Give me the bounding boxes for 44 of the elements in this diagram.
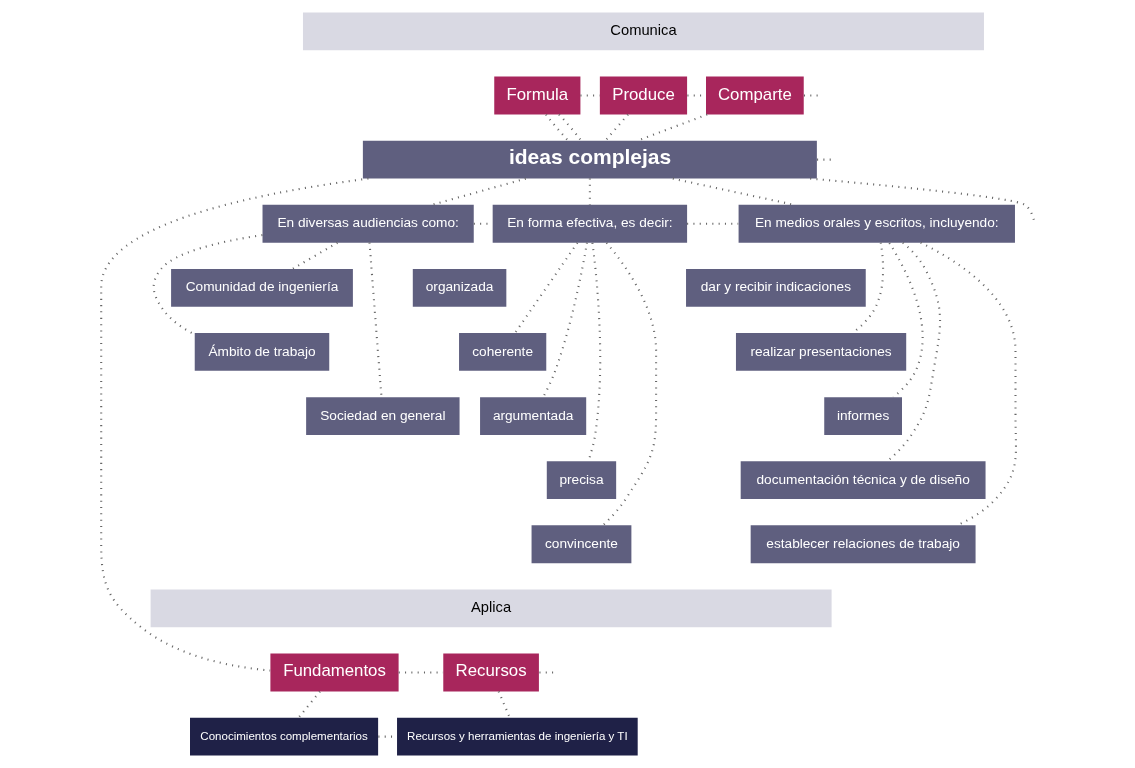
node-box: argumentada <box>479 397 586 435</box>
node-box: En forma efectiva, es decir: <box>492 204 687 243</box>
node-box: coherente <box>458 333 546 371</box>
connector <box>152 234 263 336</box>
node-box: dar y recibir indicaciones <box>685 268 866 307</box>
node-box: En medios orales y escritos, incluyendo: <box>738 204 1015 243</box>
node-box: Formula <box>493 76 580 115</box>
connector <box>291 241 338 270</box>
connector <box>672 177 794 206</box>
node-box: Aplica <box>150 589 832 628</box>
node-box: realizar presentaciones <box>735 333 906 371</box>
connector <box>544 113 569 142</box>
connector <box>602 242 657 526</box>
connector <box>99 177 369 672</box>
node-box: Ámbito de trabajo <box>194 333 329 371</box>
connector <box>588 178 591 205</box>
node-box: Sociedad en general <box>305 397 460 435</box>
node-box: precisa <box>546 461 616 500</box>
node-box: ideas complejas <box>362 140 817 179</box>
node-box: Produce <box>599 76 687 115</box>
connector <box>367 242 382 398</box>
node-box: Comunica <box>302 12 984 51</box>
connector <box>297 690 321 719</box>
node-box: Comparte <box>705 76 804 115</box>
connector <box>557 113 582 142</box>
node-box: Fundamentos <box>269 653 399 692</box>
node-box: En diversas audiencias como: <box>262 204 474 243</box>
node-box: Conocimientos complementarios <box>189 717 378 756</box>
node-box: Recursos y herramientas de ingeniería y TI <box>396 717 638 756</box>
node-box: informes <box>823 397 902 435</box>
connector <box>809 177 1035 223</box>
node-box: organizada <box>412 268 506 307</box>
connector <box>919 241 1017 527</box>
connector <box>497 691 511 718</box>
node-box: establecer relaciones de trabajo <box>750 525 976 564</box>
connector <box>513 242 578 334</box>
node-box: Recursos <box>442 653 539 692</box>
node-box: convincente <box>531 525 631 564</box>
connector <box>886 241 941 462</box>
node-box: Comunidad de ingeniería <box>170 268 353 307</box>
connector <box>431 177 526 206</box>
node-box: documentación técnica y de diseño <box>740 461 986 500</box>
connector <box>541 242 588 398</box>
connector <box>604 113 629 142</box>
